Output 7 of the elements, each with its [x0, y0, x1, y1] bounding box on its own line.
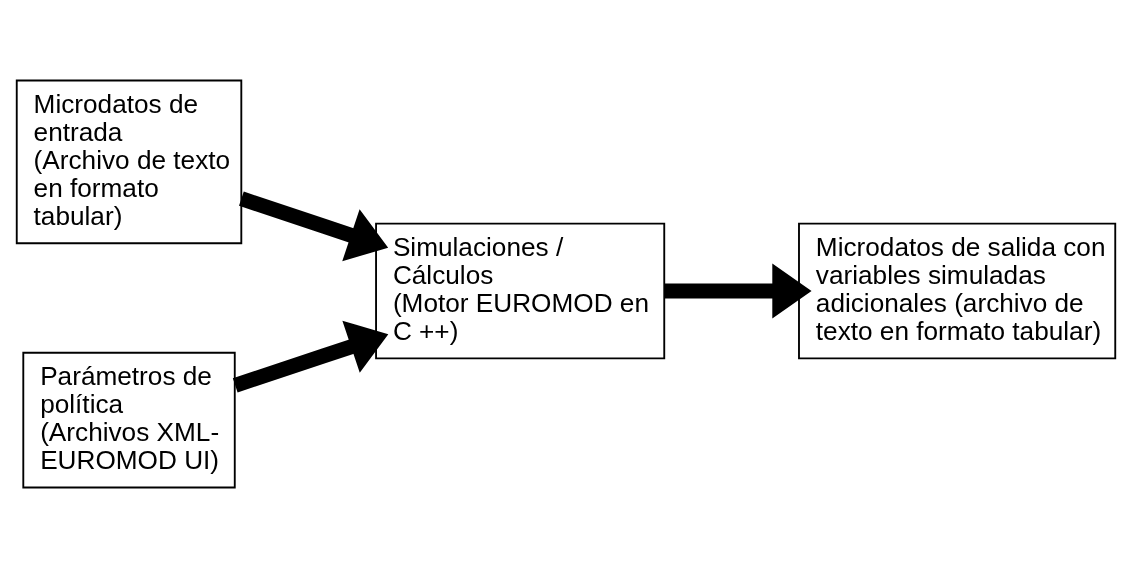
node-box: Parámetros de política (Archivos XML- EUROMOD UI) — [22, 351, 236, 489]
node-box: Microdatos de entrada (Archivo de texto en formato tabular) — [15, 79, 243, 245]
arrow — [232, 320, 389, 393]
arrow — [664, 263, 812, 319]
arrow — [239, 191, 389, 262]
node-box: Microdatos de salida con variables simuladas adicionales (archivo de texto en formato tabular) — [798, 222, 1117, 360]
node-box: Simulaciones / Cálculos (Motor EUROMOD en C ++) — [375, 222, 666, 360]
